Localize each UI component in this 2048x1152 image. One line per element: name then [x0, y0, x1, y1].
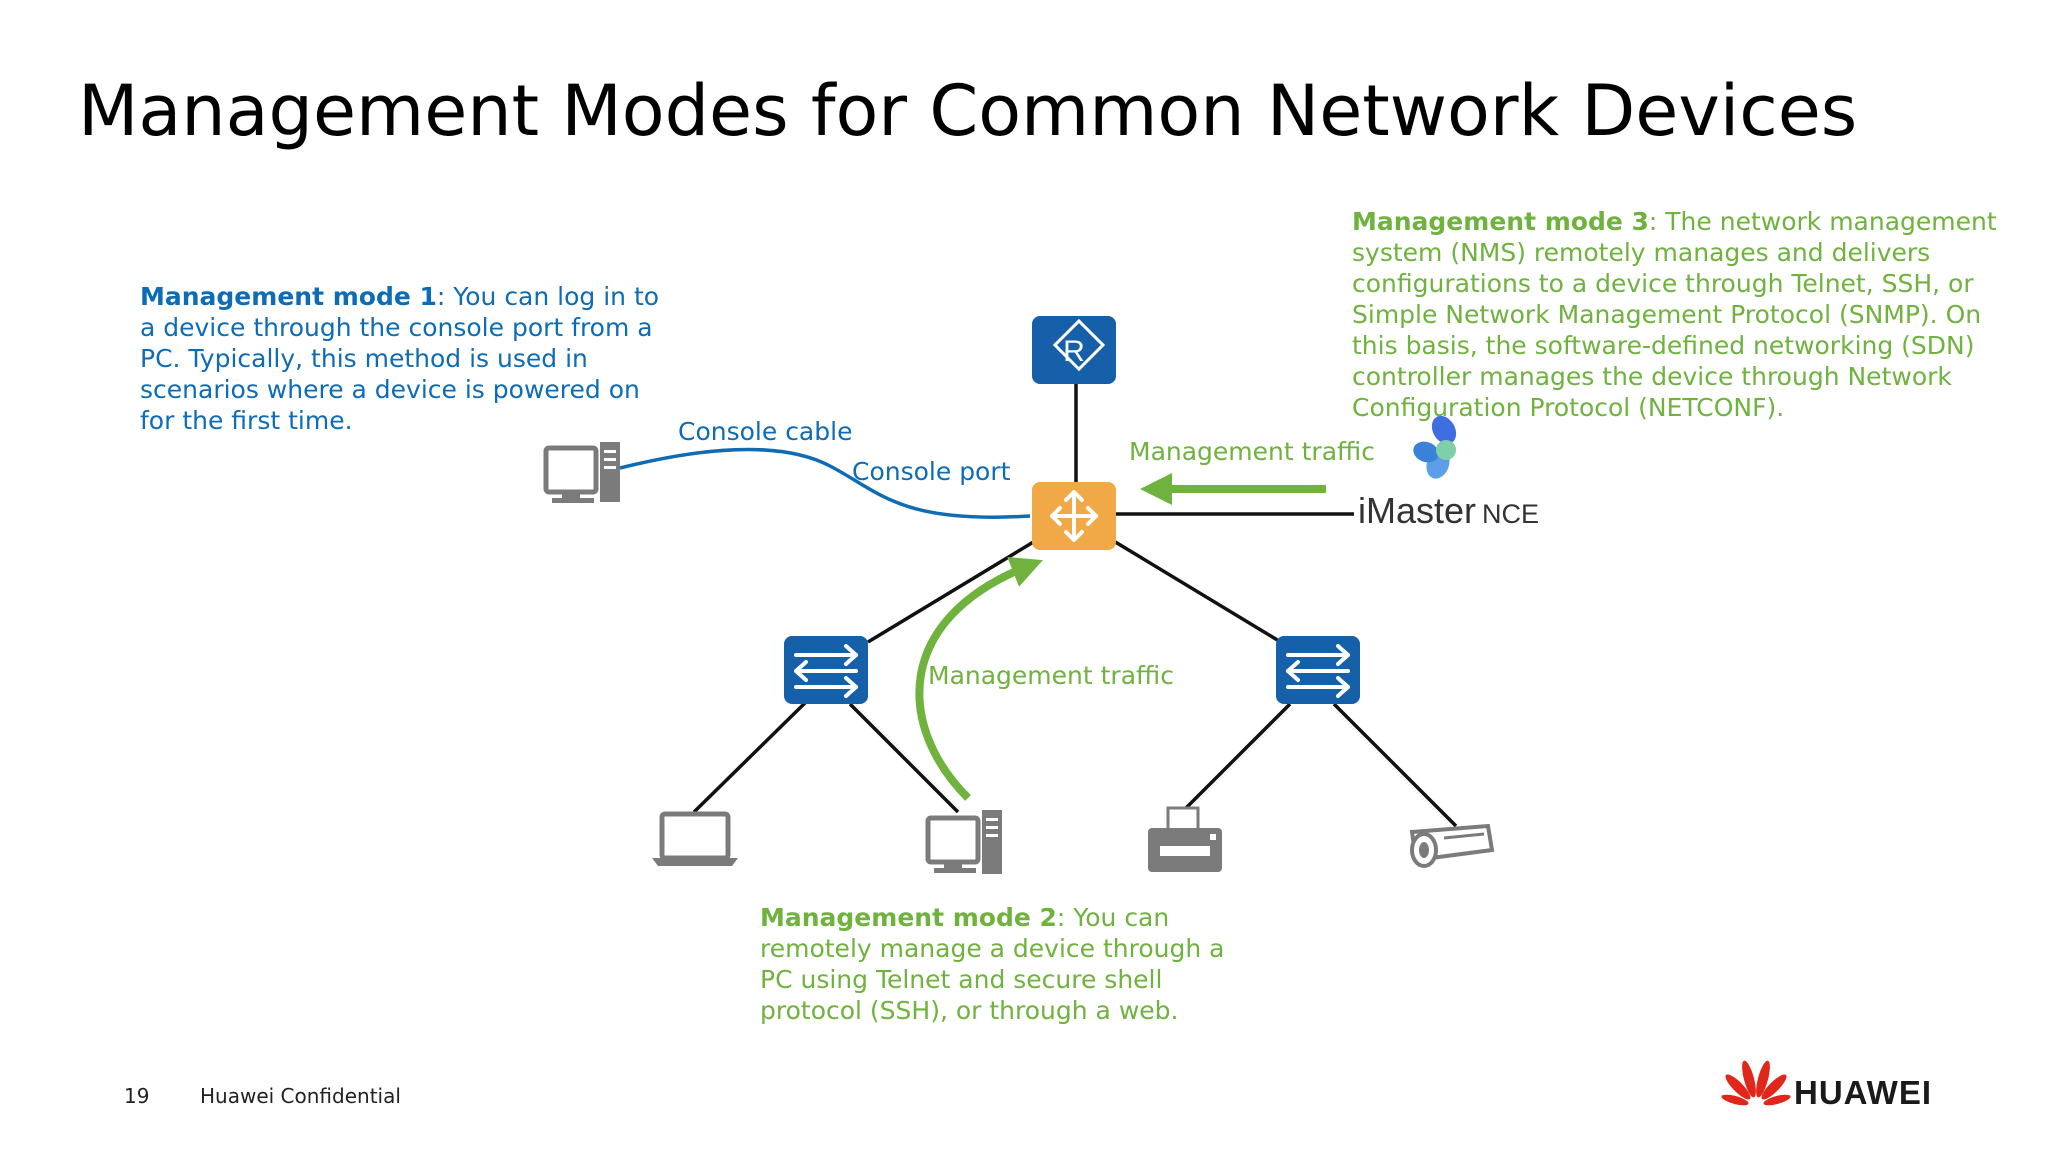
right-switch-icon — [1276, 636, 1360, 704]
network-links — [692, 384, 1458, 828]
link-core-right-switch — [1111, 538, 1285, 646]
huawei-brand-text: HUAWEI — [1794, 1074, 1932, 1111]
mode-1-heading: Management mode 1 — [140, 282, 437, 311]
management-traffic-label-top: Management traffic — [1129, 437, 1375, 466]
link-core-left-switch — [867, 536, 1041, 644]
remote-pc-icon — [925, 810, 1002, 874]
console-pc-icon — [543, 442, 620, 503]
console-port-label: Console port — [852, 457, 1011, 486]
left-switch-icon — [784, 636, 868, 704]
page-title: Management Modes for Common Network Devi… — [78, 70, 1858, 152]
link-left-switch-pc — [848, 702, 960, 814]
mode-2-heading: Management mode 2 — [760, 903, 1057, 932]
core-switch-icon — [1032, 482, 1116, 550]
console-cable-label: Console cable — [678, 417, 853, 446]
router-icon: R — [1032, 316, 1116, 384]
management-mode-3-description: Management mode 3: The network managemen… — [1352, 206, 2032, 423]
router-letter: R — [1063, 335, 1085, 368]
link-left-switch-laptop — [692, 700, 808, 814]
management-traffic-label-mid: Management traffic — [928, 661, 1174, 690]
confidential-notice: Huawei Confidential — [200, 1084, 401, 1108]
mode-3-heading: Management mode 3 — [1352, 207, 1649, 236]
management-traffic-arrow-mid — [915, 557, 1043, 801]
surveillance-camera-icon — [1409, 823, 1495, 868]
page-number: 19 — [124, 1084, 150, 1108]
console-cable — [619, 447, 1031, 519]
mode-1-body: : You can log in to a device through the… — [140, 282, 660, 435]
imaster-nce-logo-icon — [1413, 415, 1457, 479]
nce-logo-suffix: NCE — [1482, 499, 1540, 529]
link-right-switch-camera — [1332, 702, 1458, 828]
huawei-logo-icon — [1721, 1060, 1791, 1106]
laptop-icon — [652, 811, 738, 866]
management-mode-1-description: Management mode 1: You can log in to a d… — [140, 281, 680, 436]
mode-3-body: : The network management system (NMS) re… — [1352, 207, 1997, 422]
nce-logo-main: iMaster — [1358, 490, 1477, 531]
printer-icon — [1148, 806, 1222, 872]
mode-2-body: : You can remotely manage a device throu… — [760, 903, 1225, 1025]
link-right-switch-printer — [1180, 702, 1292, 814]
management-mode-2-description: Management mode 2: You can remotely mana… — [760, 902, 1230, 1026]
